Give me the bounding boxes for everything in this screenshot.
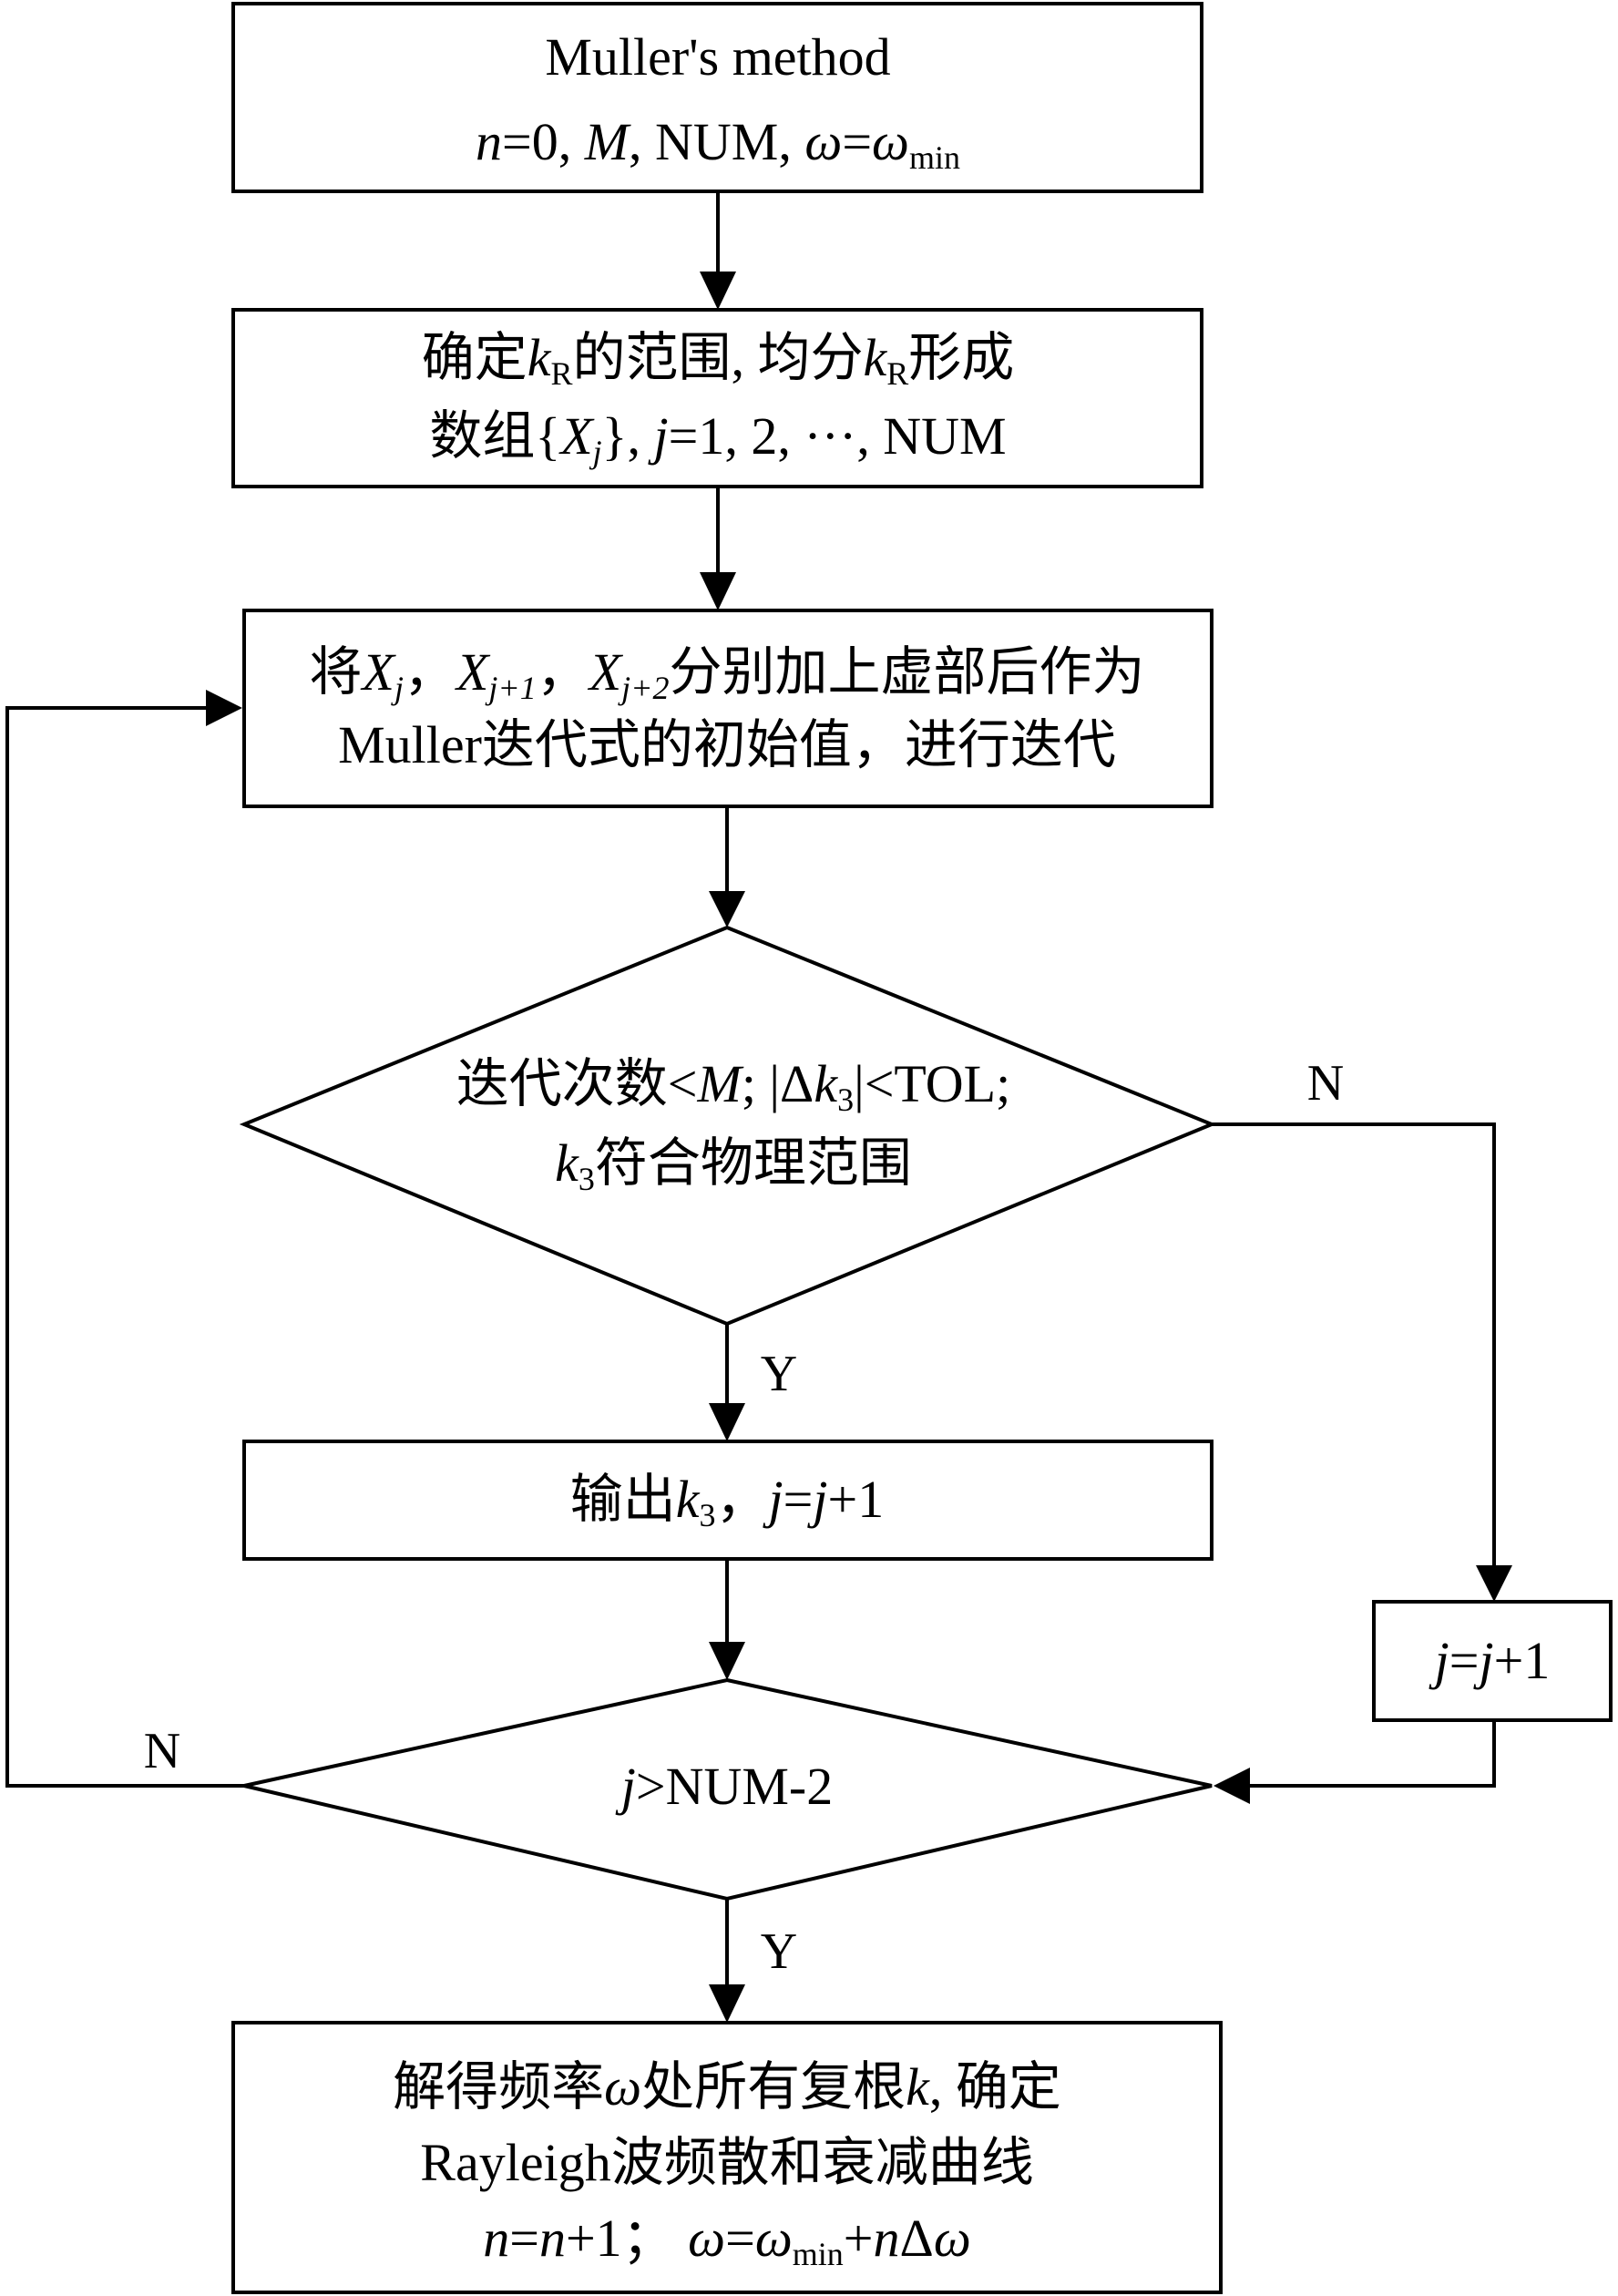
arrowhead-increment [1476,1565,1512,1602]
start-box [231,2,1203,193]
arrowhead-loop-right [1214,1768,1250,1804]
arrowhead-init-left [206,690,242,726]
connectors [5,191,1512,2023]
loop-diamond [243,1677,1213,1901]
start-params: n=0, M, NUM, ω=ωmin [476,112,960,176]
loop-no-label: N [144,1723,180,1779]
arrowhead-output [709,1403,745,1441]
result-box [231,2021,1223,2294]
arrowhead-loop [709,1642,745,1680]
arrowhead-range [700,272,736,310]
range-box [231,308,1203,488]
arrowhead-init [700,572,736,610]
range-line1: 确定kR的范围, 均分kR形成 [422,328,1015,392]
arrowhead-result [709,1984,745,2023]
increment-text: j=j+1 [1429,1631,1551,1690]
arrow-loop-no-to-init [5,706,244,1788]
arrow-check-no-to-increment [1212,1122,1496,1567]
output-box [242,1440,1214,1561]
result-line3: n=n+1； ω=ωmin+nΔω [483,2209,971,2272]
increment-box [1372,1600,1613,1722]
range-line2: 数组{Xj}, j=1, 2, ···, NUM [429,406,1006,470]
arrow-increment-to-loop [1248,1720,1496,1788]
output-text: 输出k3，j=j+1 [570,1470,884,1533]
check-line1: 迭代次数<M; |Δk3|<TOL; [456,1054,1010,1118]
loop-yes-label: Y [761,1923,797,1980]
check-diamond [239,925,1217,1327]
arrowhead-check [709,891,745,928]
check-line2: k3符合物理范围 [555,1133,912,1197]
check-yes-label: Y [761,1346,797,1402]
result-line1: 解得频率ω处所有复根k, 确定 [393,2057,1061,2117]
init-line2: Muller迭代式的初始值，进行迭代 [338,715,1116,774]
result-line2: Rayleigh波频散和衰减曲线 [420,2133,1033,2192]
init-box [242,609,1214,808]
init-line1: 将Xj，Xj+1，Xj+2分别加上虚部后作为 [310,642,1145,706]
start-title: Muller's method [545,27,890,87]
check-no-label: N [1307,1055,1344,1112]
loop-text: j>NUM-2 [615,1757,834,1816]
